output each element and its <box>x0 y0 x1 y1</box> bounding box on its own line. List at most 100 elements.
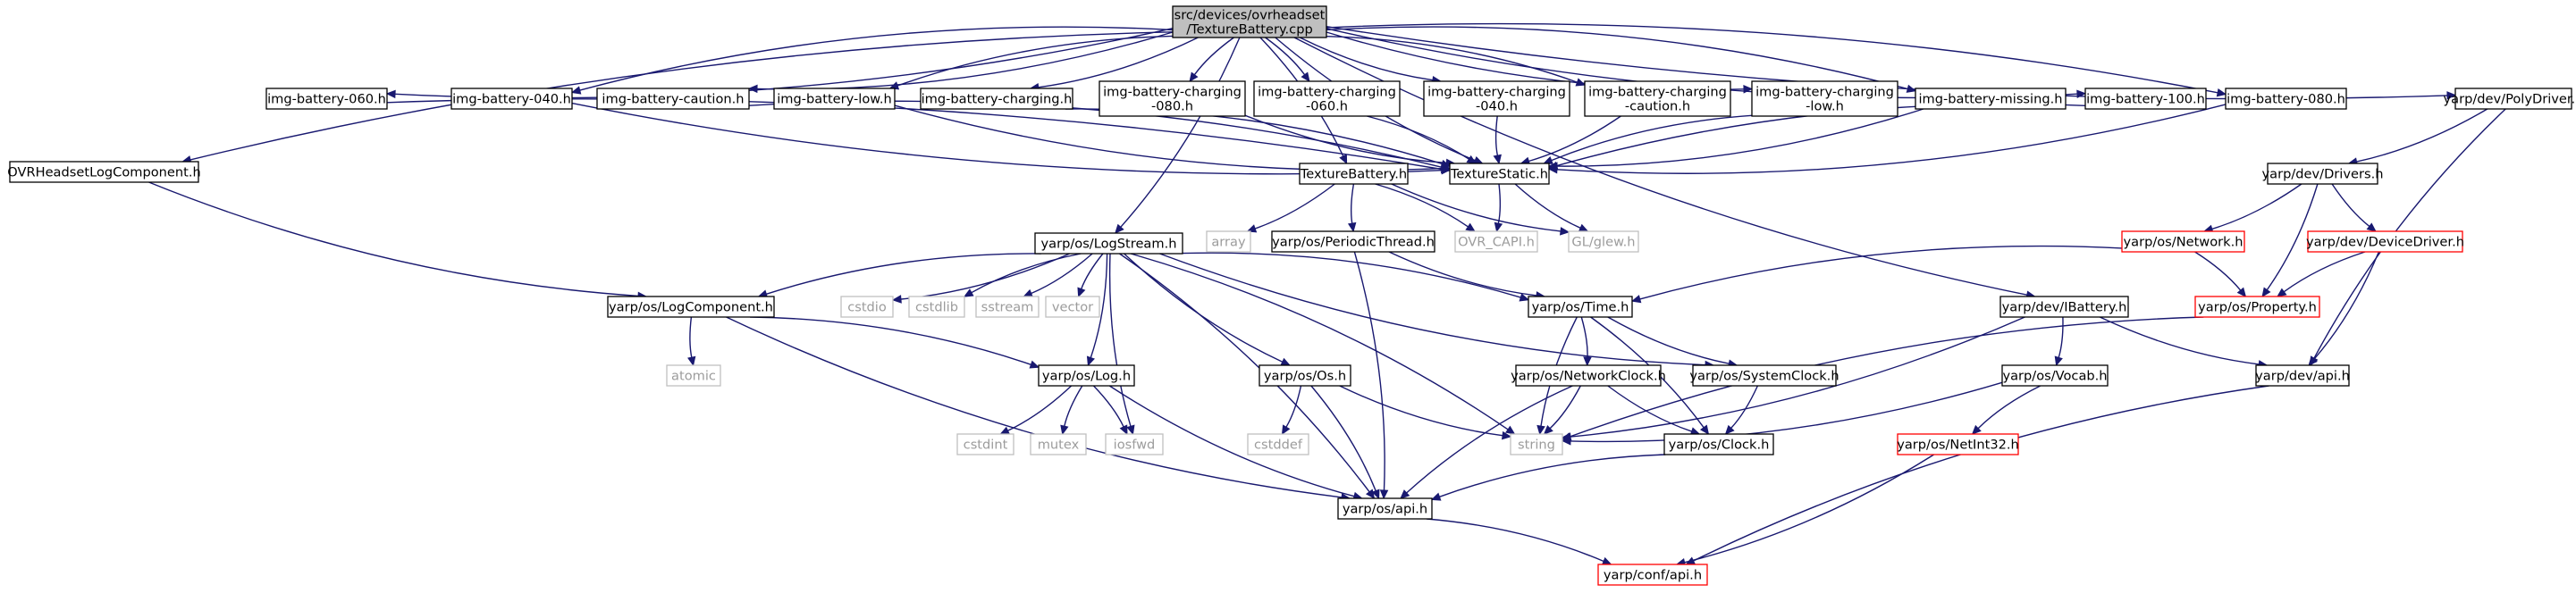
edge-periodic-to-osapi <box>1353 251 1385 491</box>
node-log[interactable]: yarp/os/Log.h <box>1038 364 1135 387</box>
arrowhead-logcomp-to-log <box>1029 360 1040 369</box>
node-texstatic[interactable]: TextureStatic.h <box>1449 163 1550 185</box>
node-netint32[interactable]: yarp/os/NetInt32.h <box>1897 433 2019 455</box>
arrowhead-logstream-to-vector <box>1077 287 1086 298</box>
node-polydriver[interactable]: yarp/dev/PolyDriver.h <box>2444 88 2576 110</box>
node-bclow[interactable]: img-battery-charging-low.h <box>1751 80 1898 117</box>
node-texbattery[interactable]: TextureBattery.h <box>1299 163 1409 185</box>
node-vocab[interactable]: yarp/os/Vocab.h <box>2001 364 2109 387</box>
node-b040[interactable]: img-battery-040.h <box>450 88 573 110</box>
node-b080[interactable]: img-battery-080.h <box>2225 88 2347 110</box>
node-logcomp[interactable]: yarp/os/LogComponent.h <box>607 296 775 318</box>
node-label-drivers-0: yarp/dev/Drivers.h <box>2262 167 2384 182</box>
edge-root-to-bc040 <box>1299 37 1433 81</box>
edge-root-to-bc060 <box>1265 37 1306 76</box>
node-label-bcaution-0: img-battery-caution.h <box>602 92 744 107</box>
node-ovrlog[interactable]: OVRHeadsetLogComponent.h <box>7 161 201 183</box>
node-box-ovrlog <box>9 161 199 183</box>
edge-logstream-to-logcomp <box>766 253 1041 295</box>
edge-netclock-to-clock <box>1607 385 1692 432</box>
node-osapi[interactable]: yarp/os/api.h <box>1337 497 1433 520</box>
node-bccaution[interactable]: img-battery-charging-caution.h <box>1584 80 1731 117</box>
node-sysclock[interactable]: yarp/os/SystemClock.h <box>1689 364 1839 387</box>
node-bc040[interactable]: img-battery-charging-040.h <box>1423 80 1570 117</box>
arrowhead-os-to-string <box>1502 430 1512 440</box>
arrowhead-logstream-to-iosfwd <box>1126 424 1135 436</box>
node-cstdlib: cstdlib <box>908 296 965 318</box>
node-bcaution[interactable]: img-battery-caution.h <box>596 88 750 110</box>
node-box-cstdint <box>956 433 1014 455</box>
node-bc060[interactable]: img-battery-charging-060.h <box>1253 80 1401 117</box>
node-label-vector-0: vector <box>1052 300 1093 315</box>
edge-netclock-to-osapi <box>1406 385 1573 494</box>
node-label-b080-0: img-battery-080.h <box>2227 92 2345 107</box>
node-box-bcharging <box>920 88 1073 110</box>
edge-polydriver-to-drivers <box>2356 108 2488 163</box>
node-drivers[interactable]: yarp/dev/Drivers.h <box>2262 163 2384 185</box>
arrowhead-logstream-to-sstream <box>1023 288 1033 297</box>
node-netclock[interactable]: yarp/os/NetworkClock.h <box>1511 364 1666 387</box>
node-label-glew-0: GL/glew.h <box>1571 235 1635 250</box>
node-label-netint32-0: yarp/os/NetInt32.h <box>1897 438 2019 453</box>
node-cstdio: cstdio <box>840 296 894 318</box>
node-label-bc080-1: -080.h <box>1151 99 1193 114</box>
edge-bclow-to-texstatic <box>1551 114 1753 162</box>
node-clock[interactable]: yarp/os/Clock.h <box>1663 433 1774 455</box>
edge-logstream-to-cstdio <box>900 253 1070 300</box>
node-label-cstdio-0: cstdio <box>847 300 887 315</box>
edge-root-to-bmissing <box>1326 26 1908 90</box>
node-periodic[interactable]: yarp/os/PeriodicThread.h <box>1271 230 1435 253</box>
arrowhead-netclock-to-osapi <box>1400 489 1410 499</box>
node-bcharging[interactable]: img-battery-charging.h <box>920 88 1073 110</box>
node-label-periodic-0: yarp/os/PeriodicThread.h <box>1272 235 1435 250</box>
node-box-logstream <box>1034 232 1183 255</box>
arrowhead-time-to-string <box>1536 424 1545 436</box>
edge-root-to-bcharging <box>1038 37 1199 88</box>
arrowhead-root-to-bc080 <box>1189 71 1199 82</box>
edge-root-to-ovrlog <box>189 31 1174 161</box>
node-logstream[interactable]: yarp/os/LogStream.h <box>1034 232 1183 255</box>
node-cstdint: cstdint <box>956 433 1014 455</box>
edge-vocab-to-string <box>1570 381 2003 443</box>
arrowhead-network-to-property <box>2236 287 2247 297</box>
node-property[interactable]: yarp/os/Property.h <box>2194 296 2320 318</box>
node-label-ovrcapi-0: OVR_CAPI.h <box>1458 235 1535 250</box>
edge-logcomp-to-atomic <box>689 316 693 358</box>
edge-bccaution-to-texstatic <box>1528 115 1621 163</box>
node-b060[interactable]: img-battery-060.h <box>265 88 388 110</box>
arrowhead-bclow-to-texstatic <box>1543 156 1553 164</box>
node-label-blow-0: img-battery-low.h <box>777 92 892 107</box>
node-devicedriver[interactable]: yarp/dev/DeviceDriver.h <box>2306 230 2464 253</box>
arrowhead-texstatic-to-ovrcapi <box>1494 221 1503 233</box>
node-box-cstddef <box>1247 433 1309 455</box>
node-ibattery[interactable]: yarp/dev/IBattery.h <box>1999 296 2129 318</box>
node-network[interactable]: yarp/os/Network.h <box>2121 230 2245 253</box>
node-os[interactable]: yarp/os/Os.h <box>1259 364 1351 387</box>
node-devapi[interactable]: yarp/dev/api.h <box>2255 364 2350 387</box>
edge-ibattery-to-vocab <box>2058 316 2064 358</box>
node-root[interactable]: src/devices/ovrheadset/TextureBattery.cp… <box>1172 5 1327 38</box>
node-string: string <box>1510 433 1563 455</box>
node-blow[interactable]: img-battery-low.h <box>773 88 896 110</box>
node-box-vector <box>1045 296 1100 318</box>
node-time[interactable]: yarp/os/Time.h <box>1528 296 1633 318</box>
node-bc080[interactable]: img-battery-charging-080.h <box>1099 80 1246 117</box>
node-box-sstream <box>975 296 1040 318</box>
node-box-network <box>2121 230 2245 253</box>
arrowhead-devicedriver-to-devapi <box>2308 355 2318 366</box>
arrowhead-root-to-bcaution <box>747 84 758 94</box>
node-label-bc040-1: -040.h <box>1476 99 1518 114</box>
edge-bc080-to-texstatic <box>1244 114 1447 164</box>
edge-root-to-bccaution <box>1326 36 1578 83</box>
node-confapi[interactable]: yarp/conf/api.h <box>1597 564 1708 586</box>
edge-network-to-property <box>2194 251 2242 291</box>
edge-ibattery-to-string <box>1570 316 2025 438</box>
arrowhead-root-to-texbattery <box>1339 154 1348 165</box>
node-bmissing[interactable]: img-battery-missing.h <box>1915 88 2067 110</box>
edge-time-to-sysclock <box>1607 316 1730 364</box>
arrowhead-devicedriver-to-property <box>2277 288 2287 297</box>
node-b100[interactable]: img-battery-100.h <box>2084 88 2207 110</box>
arrowhead-logstream-to-time <box>1519 293 1530 302</box>
edge-bc040-to-texstatic <box>1494 115 1499 156</box>
arrowhead-vocab-to-string <box>1561 437 1571 446</box>
